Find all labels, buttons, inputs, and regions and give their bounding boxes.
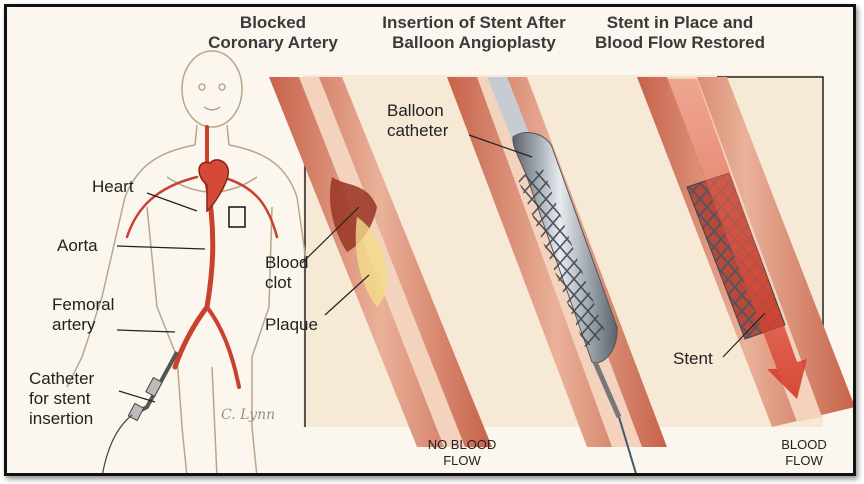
artist-signature: C. Lynn (221, 407, 276, 423)
catheter-device (102, 351, 179, 473)
label-blood-clot-line1: Blood (265, 253, 309, 272)
label-catheter-line1: Catheter (29, 369, 95, 388)
label-heart: Heart (92, 177, 134, 196)
header-blocked-line1: Blocked (239, 13, 307, 32)
label-blood-flow-line2: FLOW (785, 453, 823, 468)
artwork (66, 50, 853, 473)
label-balloon-catheter: Balloon catheter (387, 101, 448, 141)
header-blocked: Blocked Coronary Artery (203, 13, 343, 53)
label-femoral-line2: artery (52, 315, 96, 334)
label-blood-clot: Blood clot (265, 253, 308, 293)
label-no-blood-flow-line2: FLOW (443, 453, 481, 468)
header-insertion: Insertion of Stent After Balloon Angiopl… (369, 13, 579, 53)
heart-icon (198, 159, 230, 213)
blocked-artery (269, 77, 492, 447)
label-catheter-line3: insertion (29, 409, 94, 428)
header-insertion-line1: Insertion of Stent After (382, 13, 566, 32)
label-catheter-line2: for stent (29, 389, 91, 408)
label-aorta: Aorta (57, 236, 98, 255)
header-restored-line2: Blood Flow Restored (595, 33, 765, 52)
header-restored-line1: Stent in Place and (606, 13, 754, 32)
label-blood-flow-line1: BLOOD (781, 437, 827, 452)
label-stent: Stent (673, 349, 713, 368)
angioplasty-artery (447, 77, 667, 473)
illustration-frame: Blocked Coronary Artery Insertion of Ste… (4, 4, 856, 476)
label-no-blood-flow-line1: NO BLOOD (427, 437, 497, 452)
label-blood-flow: BLOOD FLOW (769, 437, 839, 469)
leader-lines (116, 134, 766, 403)
heart-detail-box (228, 206, 246, 228)
label-plaque: Plaque (265, 315, 318, 334)
header-insertion-line2: Balloon Angioplasty (392, 33, 556, 52)
blood-flow-arrow (667, 79, 807, 399)
label-femoral-artery: Femoral artery (52, 295, 114, 335)
label-balloon-line1: Balloon (387, 101, 444, 120)
label-femoral-line1: Femoral (52, 295, 115, 314)
label-no-blood-flow: NO BLOOD FLOW (417, 437, 507, 469)
panel-outline-right (717, 76, 824, 347)
header-blocked-line2: Coronary Artery (208, 33, 338, 52)
header-restored: Stent in Place and Blood Flow Restored (585, 13, 775, 53)
label-balloon-line2: catheter (387, 121, 449, 140)
label-catheter: Catheter for stent insertion (29, 369, 94, 429)
systemic-arteries (125, 125, 279, 389)
label-blood-clot-line2: clot (265, 273, 292, 292)
